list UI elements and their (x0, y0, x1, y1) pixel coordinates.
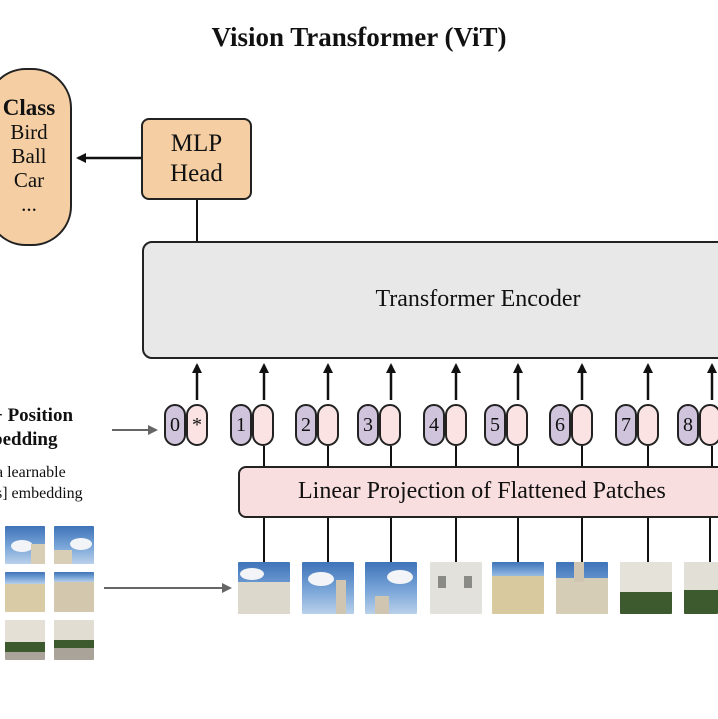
projection-label: Linear Projection of Flattened Patches (298, 478, 666, 504)
class-item: Ball (11, 144, 47, 168)
pe-line2: bedding (0, 429, 58, 450)
flattened-patch (238, 562, 290, 614)
image-grid-patch (5, 620, 45, 660)
position-token-7: 7 (615, 404, 637, 446)
flattened-patch (492, 562, 544, 614)
patch-embedding-token (379, 404, 401, 446)
patch-to-projection-lines (263, 518, 711, 562)
position-token-3: 3 (357, 404, 379, 446)
patch-embedding-token (571, 404, 593, 446)
cls-embedding-note: a learnable s] embedding (0, 462, 83, 504)
cls-note-line1: a learnable (0, 464, 66, 481)
patch-embedding-token (445, 404, 467, 446)
image-grid-patch (54, 572, 94, 612)
projection-to-token-lines (263, 446, 713, 466)
class-item: ... (21, 192, 37, 216)
encoder-label: Transformer Encoder (375, 286, 581, 312)
patch-embedding-token (252, 404, 274, 446)
flattened-patch (430, 562, 482, 614)
patch-embedding-token (506, 404, 528, 446)
cls-note-line2: s] embedding (0, 485, 83, 502)
mlp-head-line1: MLP (170, 130, 223, 157)
cls-token: * (186, 404, 208, 446)
mlp-head-line2: Head (170, 160, 223, 187)
mlp-head-box: MLP Head (141, 118, 252, 200)
flattened-patch (302, 562, 354, 614)
position-token-8: 8 (677, 404, 699, 446)
class-item: Car (13, 168, 45, 192)
class-heading: Class (2, 95, 56, 120)
patch-embedding-token (317, 404, 339, 446)
position-token-5: 5 (484, 404, 506, 446)
image-grid-patch (5, 526, 45, 564)
position-token-2: 2 (295, 404, 317, 446)
flattened-patch (556, 562, 608, 614)
position-embedding-label: + Position bedding (0, 404, 73, 452)
position-token-6: 6 (549, 404, 571, 446)
position-token-0: 0 (164, 404, 186, 446)
linear-projection-box: Linear Projection of Flattened Patches (238, 466, 718, 518)
class-output-box: Class Bird Ball Car ... (0, 68, 72, 246)
class-item: Bird (10, 120, 48, 144)
input-image-grid (0, 520, 104, 664)
position-token-4: 4 (423, 404, 445, 446)
flattened-patch (365, 562, 417, 614)
image-grid-patch (5, 572, 45, 612)
flattened-patch (684, 562, 718, 614)
image-grid-patch (54, 620, 94, 660)
patch-embedding-token (637, 404, 659, 446)
transformer-encoder-box: Transformer Encoder (142, 241, 718, 359)
diagram-title: Vision Transformer (ViT) (211, 22, 507, 52)
flattened-patch (620, 562, 672, 614)
token-to-encoder-arrows (192, 363, 717, 400)
image-grid-patch (54, 526, 94, 564)
patch-embedding-token (699, 404, 718, 446)
pe-line1: + Position (0, 405, 74, 426)
position-token-1: 1 (230, 404, 252, 446)
